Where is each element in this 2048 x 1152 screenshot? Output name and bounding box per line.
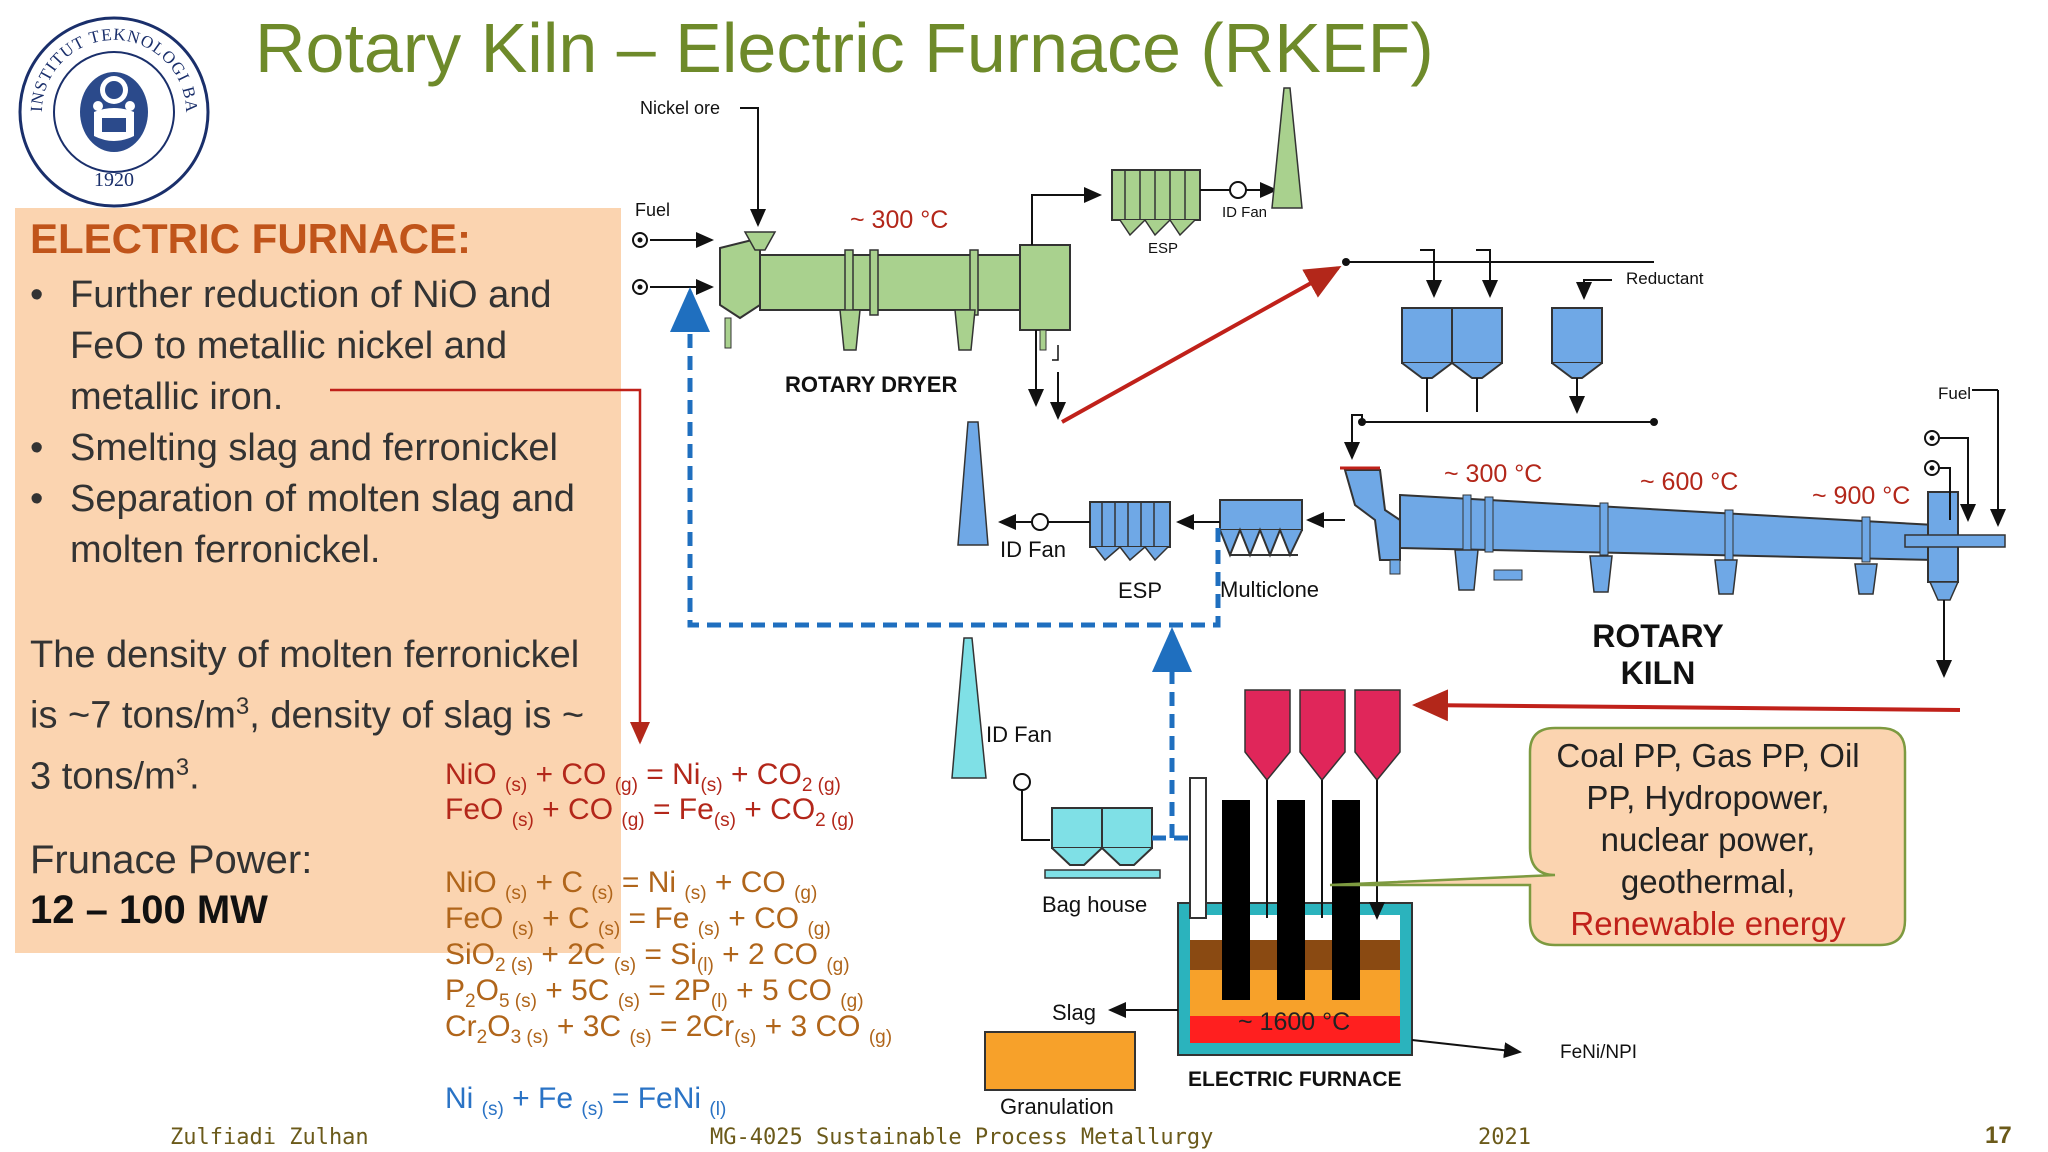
- reaction-equation: NiO (s) + C (s) = Ni (s) + CO (g): [445, 866, 818, 904]
- reaction-equation: FeO (s) + C (s) = Fe (s) + CO (g): [445, 902, 831, 940]
- slag-label: Slag: [1052, 1000, 1097, 1025]
- dust-recycle-line: [670, 287, 1221, 628]
- density-line: 3 tons/m: [30, 755, 176, 798]
- electric-furnace: [1177, 689, 1413, 1056]
- itb-logo: INSTITUT TEKNOLOGI BANDUNG 1920: [16, 14, 210, 208]
- density-text: The density of molten ferronickel is ~7 …: [30, 630, 630, 802]
- power-source-callout: [1329, 726, 1907, 947]
- id-fan-top-label: ID Fan: [1222, 204, 1268, 221]
- density-line: is ~7 tons/m: [30, 694, 236, 737]
- page-number: 17: [1985, 1122, 2012, 1149]
- bullet-line: Further reduction of NiO and: [70, 274, 552, 316]
- esp-mid-label: ESP: [1118, 578, 1163, 603]
- reaction-equation: NiO (s) + CO (g) = Ni(s) + CO2 (g): [445, 758, 841, 796]
- bullet-dot-icon: •: [30, 274, 44, 316]
- kiln-temp-1: ~ 300 °C: [1444, 460, 1543, 488]
- id-fan-mid-label: ID Fan: [1000, 537, 1067, 562]
- density-sup: 3: [175, 753, 190, 781]
- bullet-line: FeO to metallic nickel and: [70, 325, 508, 367]
- callout-line: Coal PP, Gas PP, Oil: [1556, 737, 1860, 774]
- bullet-line: metallic iron.: [70, 376, 284, 418]
- pointer-line: [330, 388, 650, 745]
- stack-mid: [957, 421, 989, 546]
- reaction-equation: Cr2O3 (s) + 3C (s) = 2Cr(s) + 3 CO (g): [445, 1010, 893, 1048]
- granulation-basin: [984, 1031, 1136, 1091]
- multiclone-label: Multiclone: [1220, 577, 1320, 602]
- feed-bins: [1401, 307, 1603, 379]
- density-end: .: [189, 755, 200, 798]
- reaction-equation: FeO (s) + CO (g) = Fe(s) + CO2 (g): [445, 793, 855, 831]
- nickel-ore-arrow: [740, 107, 766, 227]
- nickel-ore-label: Nickel ore: [640, 98, 721, 118]
- kiln-fuel-label: Fuel: [1938, 384, 1972, 403]
- rotary-kiln: [1340, 466, 2006, 601]
- kiln-temp-2: ~ 600 °C: [1640, 468, 1739, 496]
- bullet-line: molten ferronickel.: [70, 529, 381, 571]
- footer-course: MG-4025 Sustainable Process Metallurgy: [710, 1125, 1214, 1150]
- kiln-temp-3: ~ 900 °C: [1812, 482, 1911, 510]
- rotary-dryer: [719, 231, 1071, 351]
- calcine-transfer-arrow: [1412, 689, 1961, 722]
- stack-top: [1271, 87, 1303, 209]
- id-fan-low-label: ID Fan: [986, 722, 1053, 747]
- bullet-line: Separation of molten slag and: [70, 478, 575, 520]
- density-line: The density of molten ferronickel: [30, 634, 580, 676]
- power-label: Frunace Power:: [30, 838, 313, 882]
- reaction-equation: Ni (s) + Fe (s) = FeNi (l): [445, 1082, 727, 1120]
- ore-transfer-arrow: [1061, 266, 1342, 424]
- electric-furnace-panel: [15, 208, 621, 953]
- density-sup: 3: [235, 693, 250, 720]
- multiclone: [1219, 499, 1303, 558]
- ganesha-emblem: [80, 72, 148, 152]
- bullet-dot-icon: •: [30, 478, 44, 520]
- rotary-dryer-label: ROTARY DRYER: [785, 372, 958, 397]
- electric-furnace-label: ELECTRIC FURNACE: [1188, 1068, 1402, 1091]
- rotary-kiln-label-line: KILN: [1620, 655, 1696, 691]
- esp-top-label: ESP: [1148, 240, 1179, 257]
- dryer-fuel-label: Fuel: [635, 200, 671, 220]
- bullet-item: • Further reduction of NiO and FeO to me…: [30, 270, 630, 430]
- bullet-item: • Separation of molten slag and molten f…: [30, 474, 630, 578]
- granulation-label: Granulation: [1000, 1094, 1114, 1119]
- reductant-label: Reductant: [1626, 269, 1704, 288]
- esp-mid: [1089, 501, 1171, 562]
- callout-line: PP, Hydropower,: [1586, 779, 1830, 816]
- bullet-item: • Smelting slag and ferronickel: [30, 423, 630, 475]
- bullet-line: Smelting slag and ferronickel: [70, 427, 558, 469]
- rotary-kiln-label-line: ROTARY: [1592, 618, 1724, 654]
- bullet-dot-icon: •: [30, 427, 44, 469]
- power-value: 12 – 100 MW: [30, 888, 268, 932]
- bag-house: [1044, 807, 1161, 879]
- callout-line: nuclear power,: [1600, 821, 1816, 858]
- feni-label: FeNi/NPI: [1560, 1042, 1638, 1063]
- callout-line: geothermal,: [1620, 863, 1796, 900]
- reaction-equation: P2O5 (s) + 5C (s) = 2P(l) + 5 CO (g): [445, 974, 864, 1012]
- slide-title: Rotary Kiln – Electric Furnace (RKEF): [255, 9, 1434, 87]
- reaction-equation: SiO2 (s) + 2C (s) = Si(l) + 2 CO (g): [445, 938, 850, 976]
- callout-renewable: Renewable energy: [1570, 905, 1846, 942]
- logo-year: 1920: [94, 169, 134, 191]
- footer-year: 2021: [1478, 1125, 1531, 1150]
- footer-author: Zulfiadi Zulhan: [170, 1125, 369, 1150]
- panel-heading: ELECTRIC FURNACE:: [30, 215, 471, 262]
- stack-low: [951, 637, 987, 779]
- dryer-temp-label: ~ 300 °C: [850, 206, 949, 234]
- furnace-temp-label: ~ 1600 °C: [1238, 1008, 1351, 1036]
- power-source-text: Coal PP, Gas PP, Oil PP, Hydropower, nuc…: [1528, 735, 1888, 945]
- bag-house-label: Bag house: [1042, 892, 1148, 917]
- density-line: , density of slag is ~: [249, 694, 585, 737]
- esp-top: [1111, 169, 1201, 237]
